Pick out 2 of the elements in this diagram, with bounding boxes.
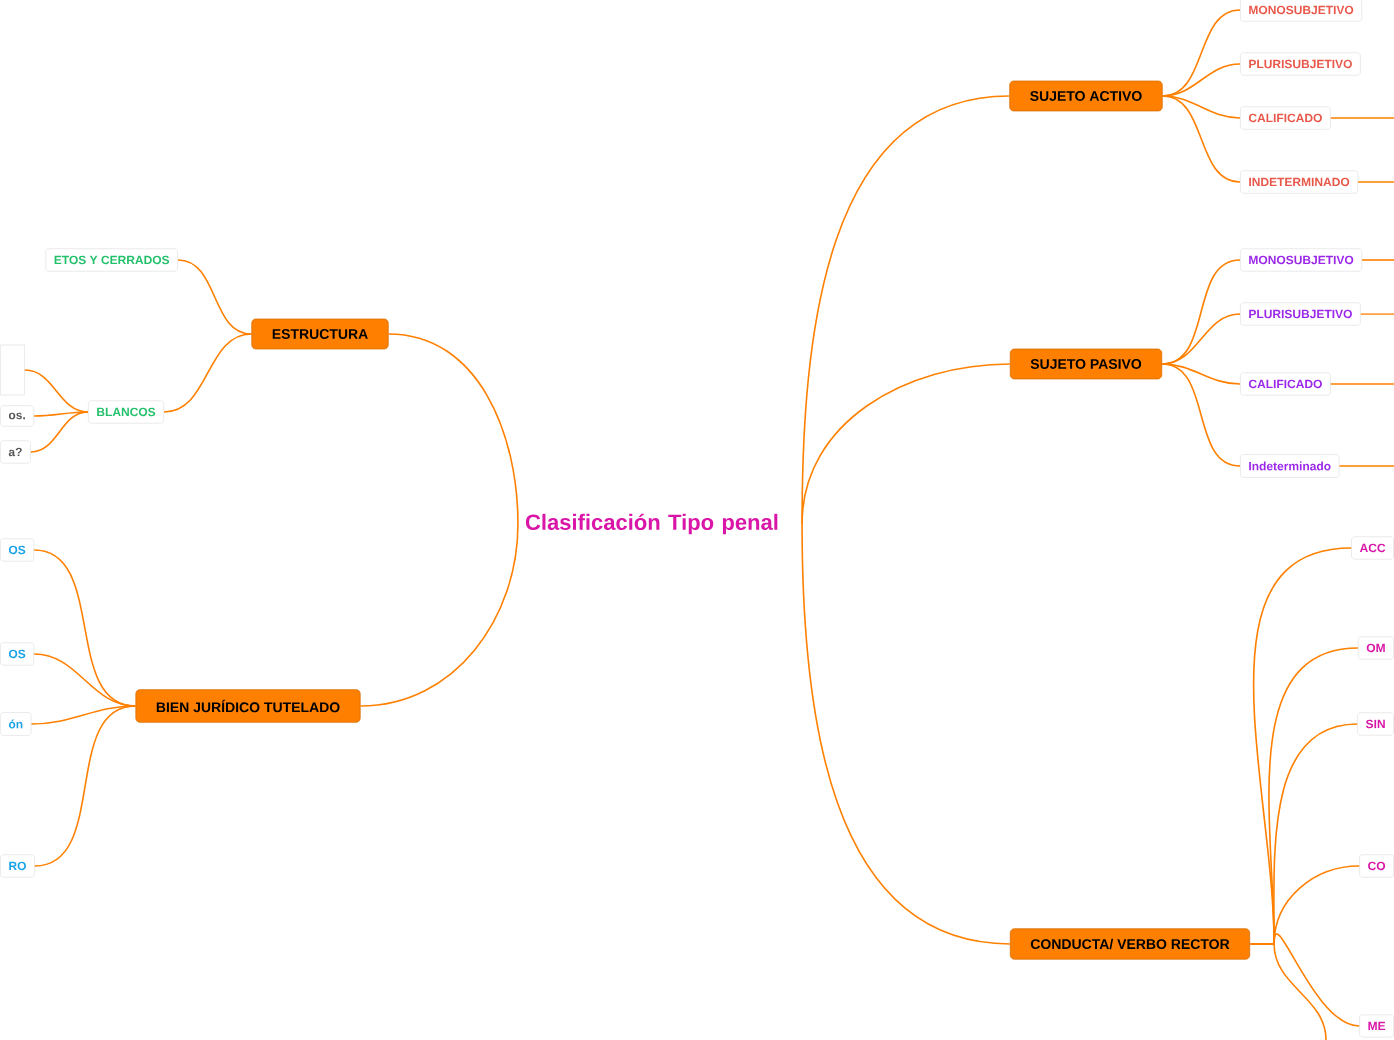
subtopic-box	[0, 344, 25, 396]
central-topic: Clasificación Tipo penal	[525, 513, 778, 535]
